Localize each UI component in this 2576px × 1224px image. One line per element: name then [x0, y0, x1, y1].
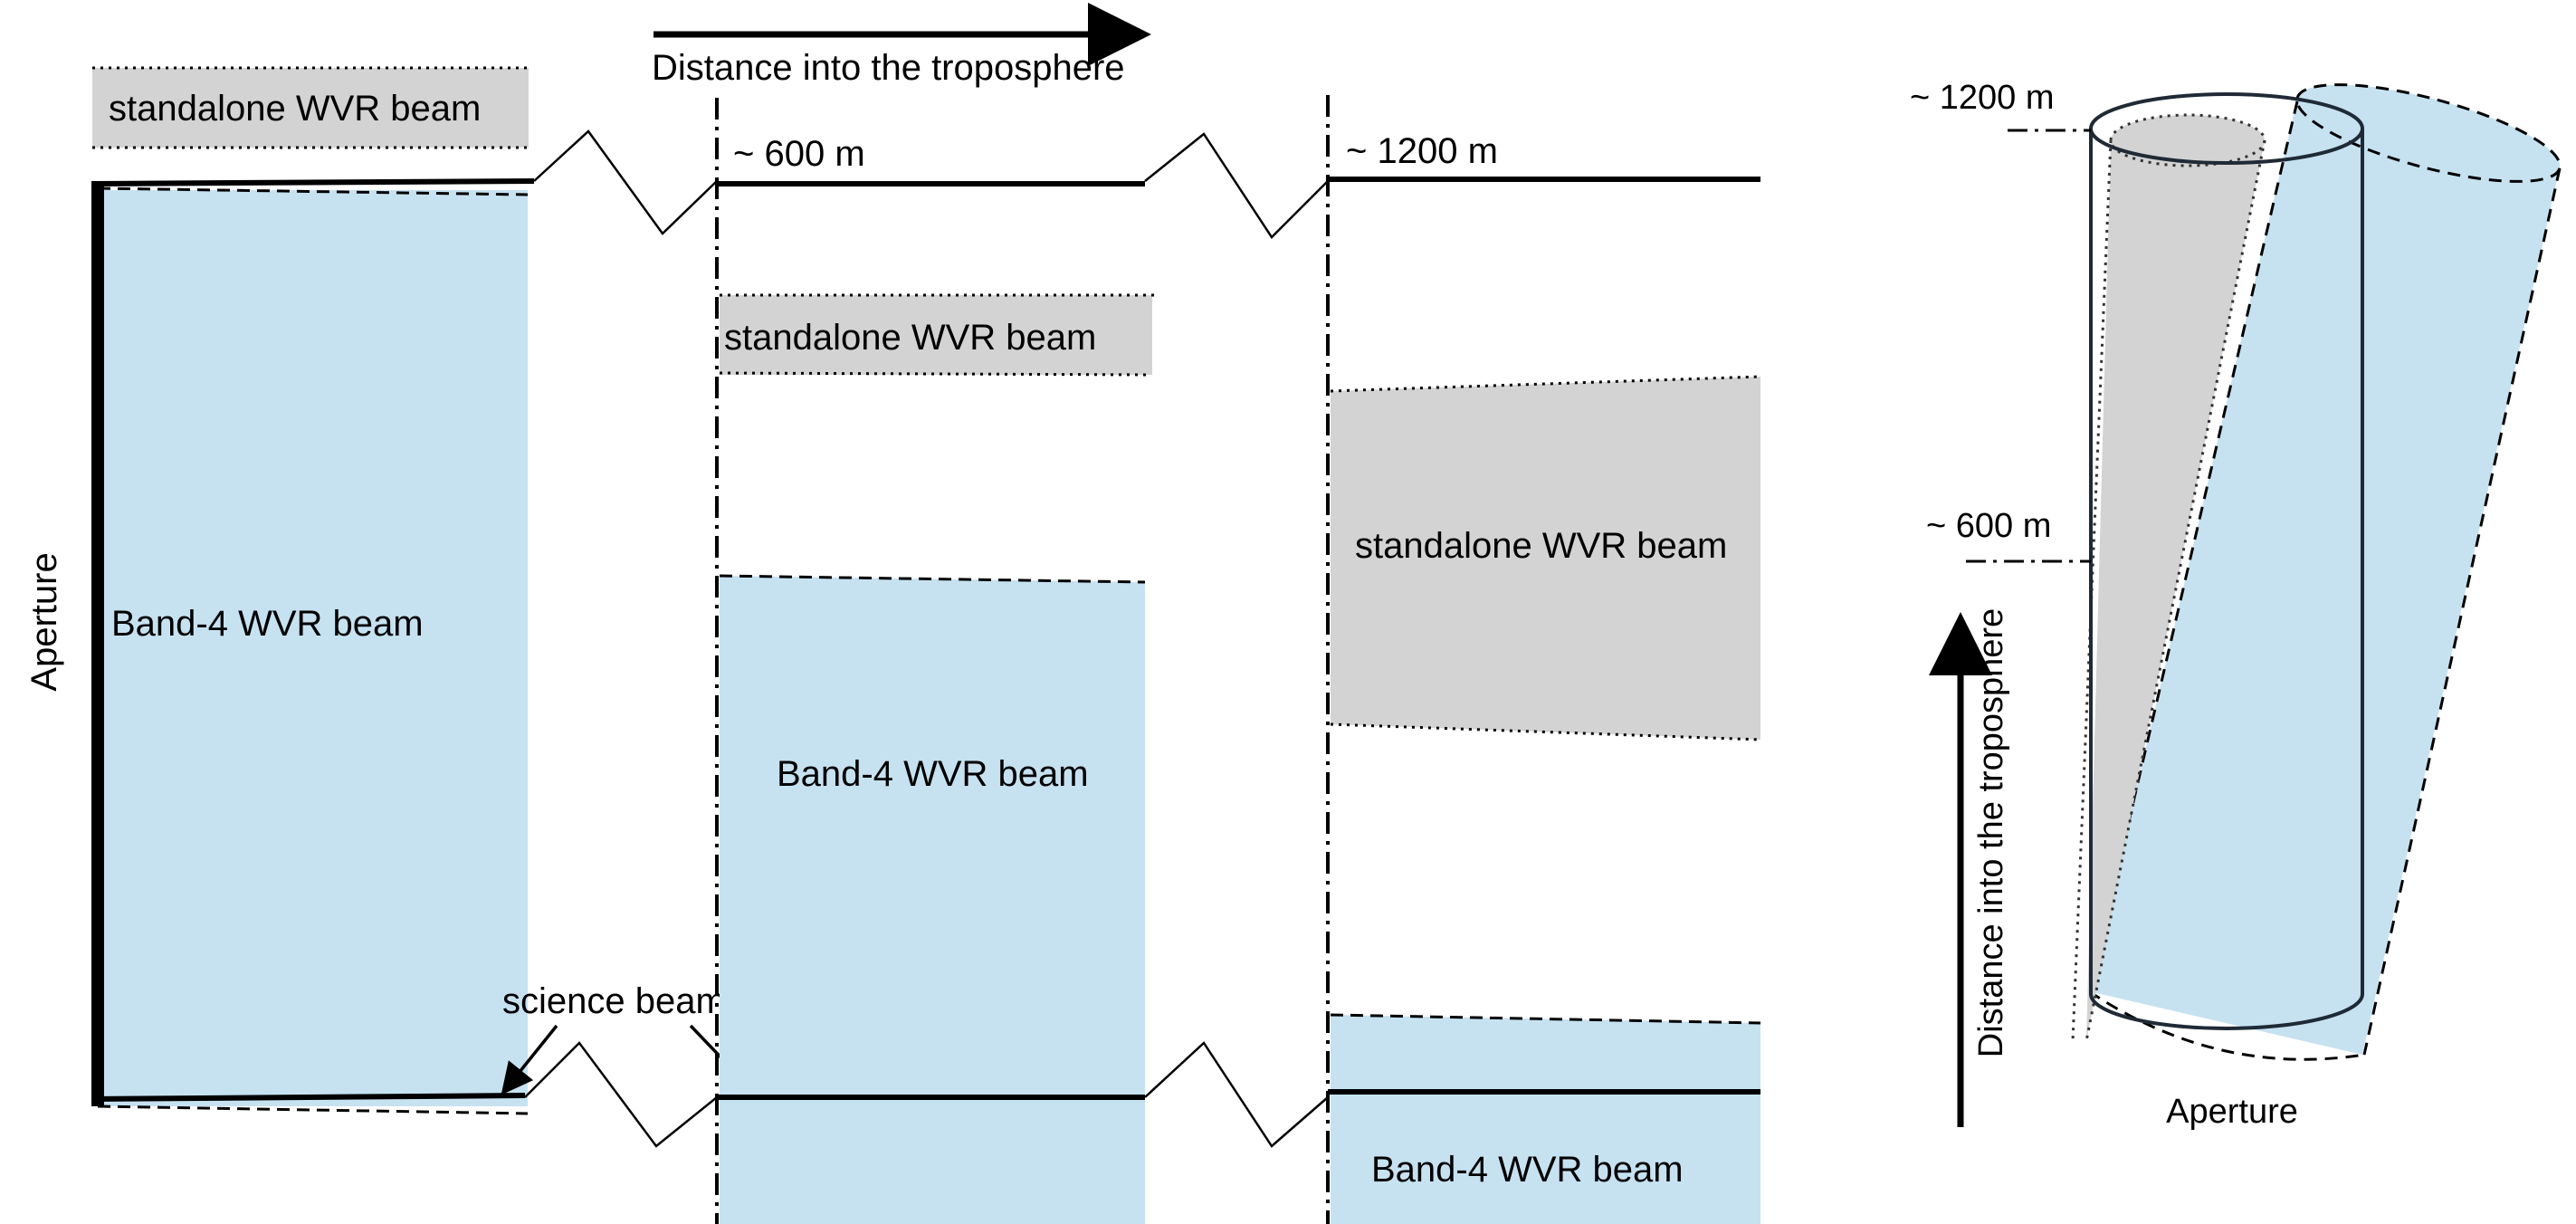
height-label-600m: ~ 600 m — [733, 134, 865, 174]
band4-tilted-cylinder — [2089, 100, 2560, 1055]
cylinder-3d-view: ~ 1200 m ~ 600 m Distance into the tropo… — [1910, 79, 2562, 1131]
aperture-cylinder-bottom — [2089, 993, 2364, 1030]
right-height-label-1200m: ~ 1200 m — [1910, 79, 2055, 117]
band4-beam-region-1 — [98, 190, 528, 1106]
right-height-label-600m: ~ 600 m — [1926, 507, 2051, 545]
standalone-wvr-beam-box-1 — [92, 68, 529, 148]
right-distance-label: Distance into the troposphere — [1972, 608, 2010, 1057]
band4-beam-edge-top-3 — [1330, 1013, 1761, 1025]
aperture-label: Aperture — [24, 552, 64, 691]
band4-wvr-beam-label-1: Band-4 WVR beam — [111, 604, 424, 644]
science-beam-arrow-1 — [501, 1024, 558, 1095]
band4-beam-region-2 — [720, 576, 1145, 1224]
panel-1200m: ~ 1200 m standalone WVR beam Band-4 WVR … — [1326, 95, 1761, 1224]
distance-into-troposphere-label: Distance into the troposphere — [652, 48, 1125, 88]
science-beam-label: science beam — [502, 981, 726, 1021]
standalone-wvr-beam-region-3 — [1331, 377, 1760, 740]
band4-beam-edge-top-2 — [719, 574, 1146, 584]
science-beam-line-1 — [91, 1093, 526, 1102]
band4-beam-edge-bottom-1 — [97, 1104, 529, 1115]
standalone-wvr-cone-top — [2109, 113, 2266, 167]
axis-break-top-1 — [533, 129, 718, 235]
standalone-wvr-beam-label-3: standalone WVR beam — [1355, 526, 1727, 566]
axis-break-top-2 — [1144, 132, 1329, 239]
standalone-wvr-beam-label-1: standalone WVR beam — [109, 89, 481, 129]
panel-600m: ~ 600 m standalone WVR beam Band-4 WVR b… — [715, 98, 1329, 1224]
standalone-wvr-beam-box-2 — [720, 295, 1152, 375]
band4-beam-edge-top-1 — [97, 186, 529, 196]
distance-arrow-top: Distance into the troposphere — [652, 3, 1151, 88]
axis-break-bottom-1 — [524, 1041, 718, 1148]
height-label-1200m: ~ 1200 m — [1346, 131, 1498, 171]
standalone-wvr-beam-label-2: standalone WVR beam — [724, 318, 1096, 358]
troposphere-top-boundary-1 — [91, 178, 535, 186]
axis-break-bottom-2 — [1144, 1041, 1329, 1148]
right-aperture-label: Aperture — [2166, 1093, 2298, 1131]
band4-wvr-beam-label-2: Band-4 WVR beam — [777, 754, 1089, 794]
band4-beam-region-3 — [1331, 1015, 1760, 1224]
band4-wvr-beam-label-3: Band-4 WVR beam — [1371, 1150, 1684, 1190]
panel-aperture: standalone WVR beam Band-4 WVR beam Aper… — [24, 66, 754, 1148]
